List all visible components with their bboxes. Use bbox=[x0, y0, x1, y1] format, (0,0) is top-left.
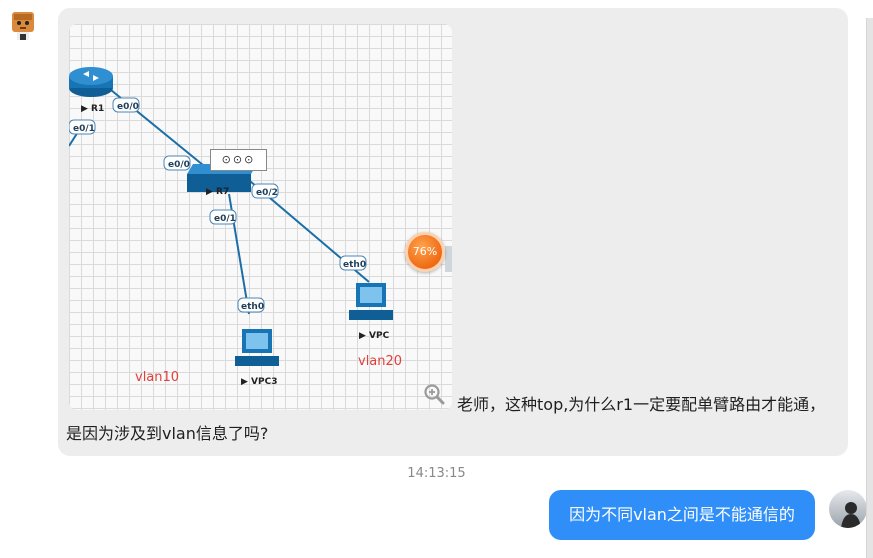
sender-avatar-icon[interactable] bbox=[8, 8, 40, 44]
scrollbar[interactable] bbox=[866, 18, 873, 558]
pc-vpc-icon[interactable] bbox=[349, 283, 393, 320]
interface-label-r1-e01: e0/1 bbox=[73, 124, 95, 134]
received-message-text: 老师，这种top,为什么r1一定要配单臂路由才能通，是因为涉及到vlan信息了吗… bbox=[66, 395, 826, 443]
device-context-menu[interactable]: ⊙⊙⊙ bbox=[210, 149, 267, 171]
device-label-vpc3: ▶ VPC3 bbox=[241, 377, 277, 387]
interface-label-r1-e00: e0/0 bbox=[117, 102, 139, 112]
interface-label-vpc3-eth0: eth0 bbox=[241, 302, 264, 312]
router-r1-icon[interactable] bbox=[69, 67, 113, 97]
progress-indicator: 76% bbox=[405, 232, 445, 272]
interface-label-r7-e00: e0/0 bbox=[168, 160, 190, 170]
device-label-vpc: ▶ VPC bbox=[359, 331, 390, 341]
interface-label-vpc-eth0: eth0 bbox=[343, 260, 366, 270]
vlan20-label: vlan20 bbox=[358, 354, 402, 369]
device-label-r7: ▶ R7 bbox=[206, 187, 229, 197]
network-topology-image[interactable]: ▶ R1 ▶ R7 ▶ VPC ▶ VPC3 e0/0 e0/1 bbox=[69, 24, 452, 410]
pc-vpc3-icon[interactable] bbox=[235, 329, 279, 366]
message-timestamp: 14:13:15 bbox=[407, 466, 466, 481]
interface-label-r7-e02: e0/2 bbox=[256, 188, 278, 198]
device-label-r1: ▶ R1 bbox=[81, 104, 104, 114]
sent-message-bubble: 因为不同vlan之间是不能通信的 bbox=[549, 490, 815, 540]
interface-label-r7-e01: e0/1 bbox=[214, 214, 236, 224]
zoom-in-icon[interactable] bbox=[423, 383, 445, 405]
sent-message-text: 因为不同vlan之间是不能通信的 bbox=[569, 505, 795, 524]
vlan10-label: vlan10 bbox=[135, 370, 179, 385]
user-avatar-icon[interactable] bbox=[829, 490, 867, 528]
